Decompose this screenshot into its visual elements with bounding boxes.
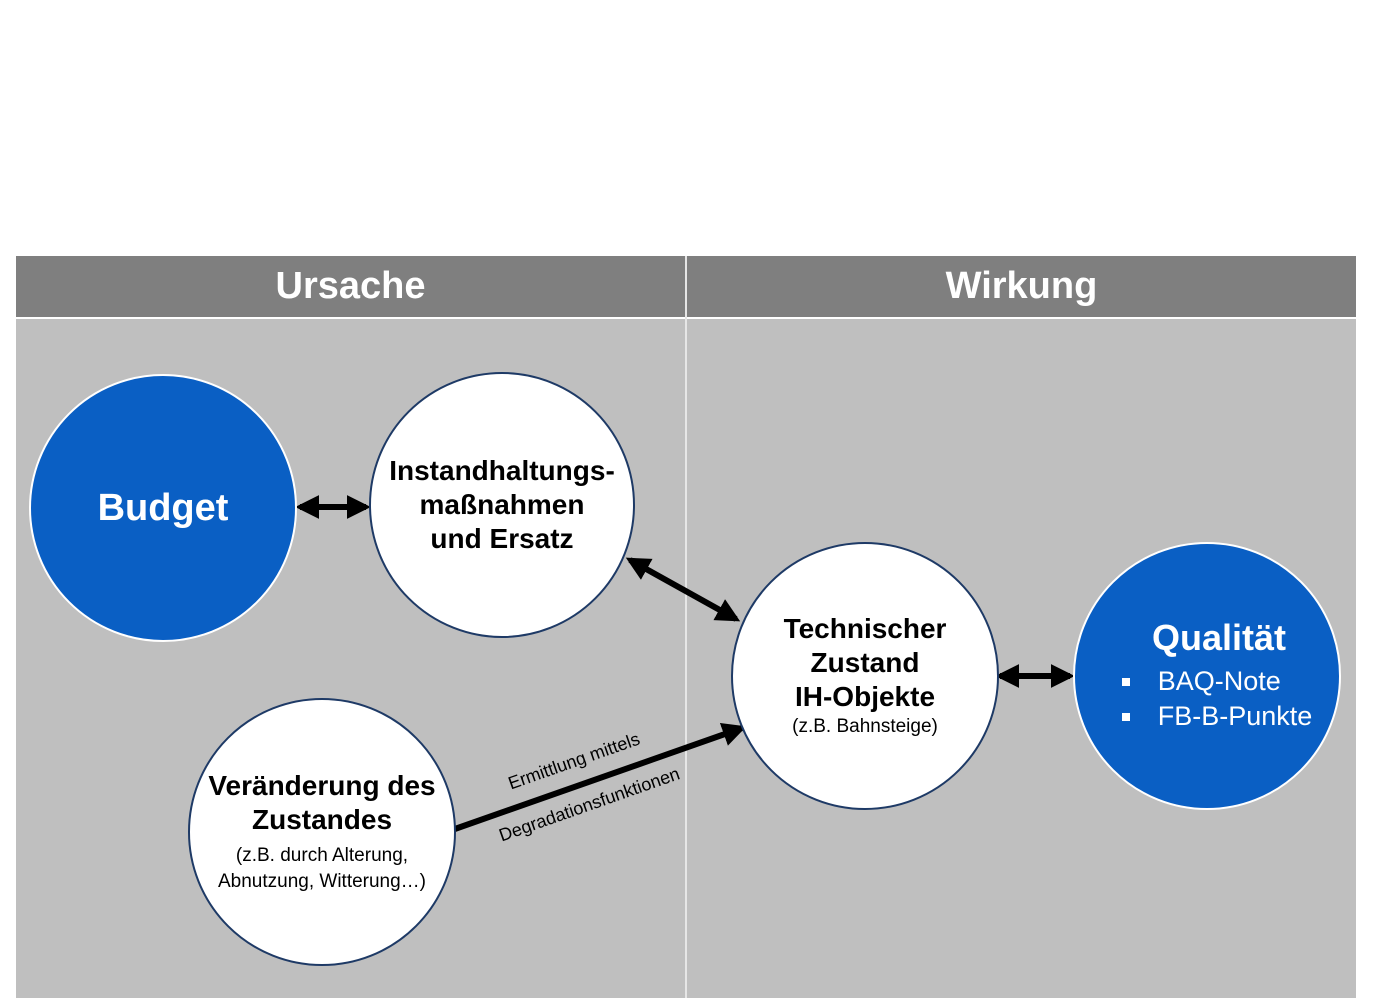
bullet-fb-b-punkte: FB-B-Punkte (1121, 699, 1313, 734)
node-instandhaltung: Instandhaltungs- maßnahmen und Ersatz (369, 372, 635, 638)
node-veraenderung: Veränderung des Zustandes (z.B. durch Al… (188, 698, 456, 966)
node-budget-title: Budget (97, 487, 229, 529)
node-technischer-zustand: Technischer Zustand IH-Objekte (z.B. Bah… (731, 542, 999, 810)
bullet-fb-b-punkte-text: FB-B-Punkte (1157, 701, 1313, 731)
node-technischer-title: Technischer Zustand IH-Objekte (783, 613, 947, 712)
header-ursache-label: Ursache (275, 265, 426, 307)
node-veraenderung-title: Veränderung des Zustandes (208, 770, 436, 835)
column-divider (685, 256, 687, 998)
node-qualitaet-title: Qualität (1151, 617, 1286, 658)
header-ursache: Ursache (16, 256, 685, 317)
qualitaet-bullets: BAQ-Note FB-B-Punkte (1121, 664, 1313, 734)
node-budget: Budget (29, 374, 297, 642)
header-wirkung-label: Wirkung (945, 265, 1098, 307)
bullet-square-icon (1121, 677, 1130, 686)
node-technischer-sub: (z.B. Bahnsteige) (792, 716, 938, 737)
arrow-veraenderung-technischer (451, 723, 747, 833)
arrow-instandhaltung-technischer (625, 557, 741, 622)
bullet-baq-note-text: BAQ-Note (1157, 666, 1281, 696)
bullet-baq-note: BAQ-Note (1121, 664, 1313, 699)
node-qualitaet: Qualität BAQ-Note FB-B-Punkte (1073, 542, 1341, 810)
bullet-square-icon (1121, 712, 1130, 721)
header-wirkung: Wirkung (687, 256, 1356, 317)
node-instandhaltung-title: Instandhaltungs- maßnahmen und Ersatz (389, 455, 615, 554)
node-veraenderung-sub: (z.B. durch Alterung, Abnutzung, Witteru… (217, 845, 427, 892)
